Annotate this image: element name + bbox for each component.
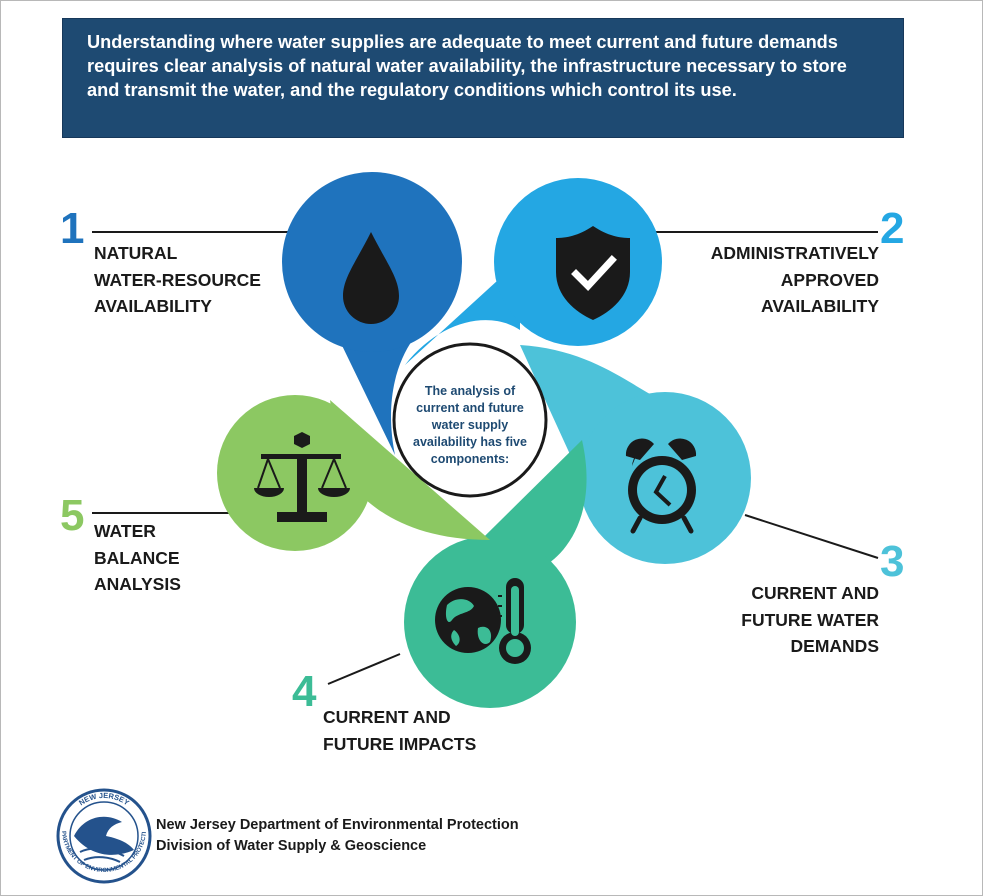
center-circle [392, 342, 548, 498]
component-label-5: WATER BALANCE ANALYSIS [94, 521, 181, 594]
component-label-3: CURRENT AND FUTURE WATER DEMANDS [741, 583, 879, 656]
globe-thermometer-icon [435, 578, 531, 664]
intro-text: Understanding where water supplies are a… [87, 32, 847, 100]
component-number-3: 3 [880, 537, 905, 586]
intro-banner: Understanding where water supplies are a… [62, 18, 904, 138]
component-number-2: 2 [880, 204, 905, 253]
component-label-2: ADMINISTRATIVELY APPROVED AVAILABILITY [710, 243, 879, 316]
svg-text:DEPARTMENT OF ENVIRONMENTAL PR: DEPARTMENT OF ENVIRONMENTAL PROTECTION [0, 0, 148, 874]
leader-line-3 [744, 514, 879, 559]
component-number-4: 4 [292, 667, 317, 716]
shield-check-icon [556, 226, 630, 320]
petal-5 [217, 395, 490, 551]
component-label-1: NATURAL WATER-RESOURCE AVAILABILITY [94, 243, 261, 316]
agency-name: New Jersey Department of Environmental P… [156, 817, 519, 833]
component-number-1: 1 [60, 204, 85, 253]
water-drop-icon [343, 232, 399, 324]
component-number-5: 5 [60, 491, 85, 540]
leader-line-4 [327, 653, 401, 685]
center-caption: The analysis of current and future water… [413, 384, 527, 466]
balance-scale-icon [254, 432, 350, 522]
component-label-4: CURRENT AND FUTURE IMPACTS [323, 707, 477, 754]
division-name: Division of Water Supply & Geoscience [156, 838, 427, 854]
alarm-clock-icon [625, 438, 697, 534]
agency-credit: New Jersey Department of Environmental P… [156, 815, 519, 857]
njdep-seal-icon: NEW JERSEY DEPARTMENT OF ENVIRONMENTAL P… [0, 0, 152, 884]
